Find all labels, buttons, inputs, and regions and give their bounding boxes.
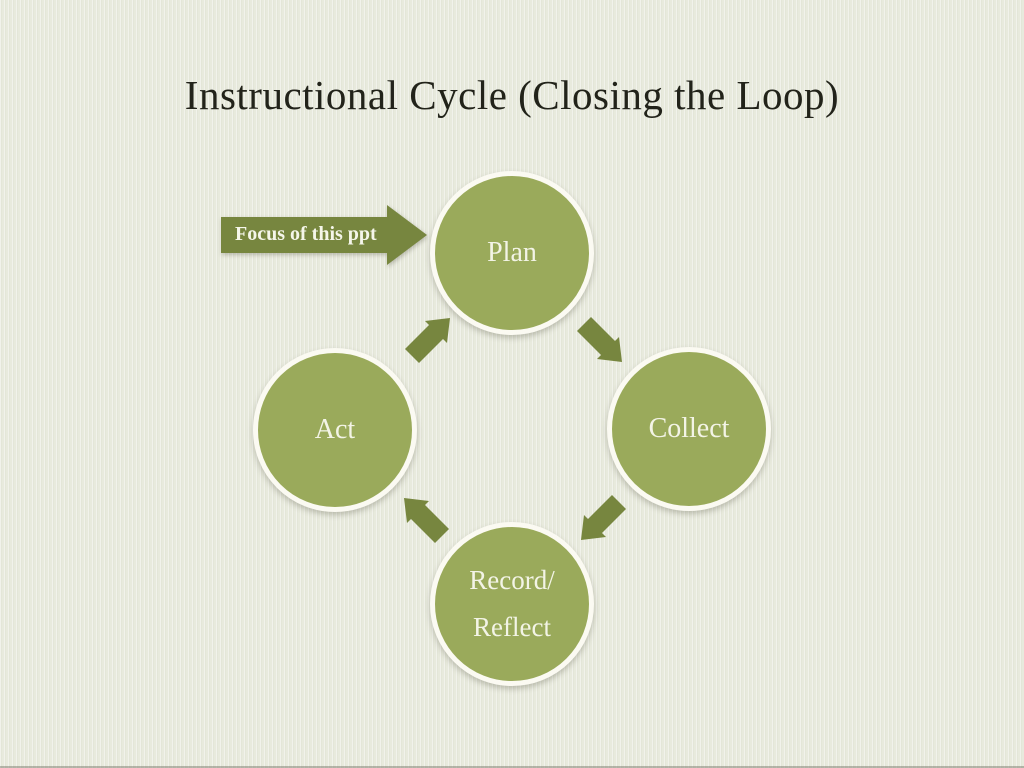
focus-callout-label: Focus of this ppt	[221, 217, 387, 253]
cycle-node-collect-label: Collect	[648, 413, 730, 444]
focus-callout: Focus of this ppt	[221, 205, 427, 265]
cycle-node-record-reflect-label-line2: Reflect	[473, 612, 551, 642]
callout-arrowhead-icon	[386, 205, 427, 265]
arrow-record-to-act-icon	[404, 498, 449, 543]
cycle-node-record-reflect: Record/ Reflect	[430, 522, 594, 686]
arrow-plan-to-collect-icon	[577, 317, 622, 362]
cycle-node-act: Act	[253, 348, 417, 512]
arrow-collect-to-record-icon	[581, 495, 626, 540]
cycle-node-record-reflect-label-line1: Record/	[469, 564, 555, 595]
cycle-node-collect: Collect	[607, 347, 771, 511]
slide-title: Instructional Cycle (Closing the Loop)	[184, 72, 840, 118]
cycle-node-act-label: Act	[314, 414, 356, 445]
cycle-node-plan: Plan	[430, 171, 594, 335]
arrow-act-to-plan-icon	[405, 318, 450, 363]
cycle-node-plan-label: Plan	[487, 237, 537, 268]
